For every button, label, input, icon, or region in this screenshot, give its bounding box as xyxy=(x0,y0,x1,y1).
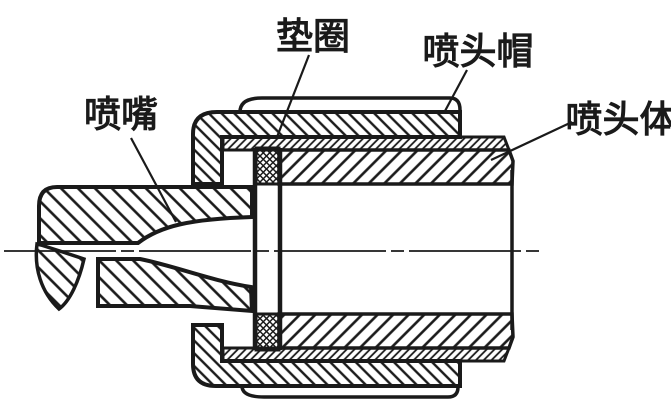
label-nozzle: 喷嘴 xyxy=(84,94,158,136)
cap-outer-edge-bottom xyxy=(240,385,460,399)
cap-leader-line xyxy=(444,69,468,112)
body-leader-line xyxy=(490,121,573,161)
nozzle-section-upper xyxy=(37,185,254,245)
gasket-leader-line xyxy=(275,54,311,138)
label-body: 喷头体 xyxy=(566,99,671,141)
gasket-section-lower xyxy=(254,312,281,352)
gasket-section-upper xyxy=(254,146,281,186)
label-cap: 喷头帽 xyxy=(423,31,534,73)
label-gasket: 垫圈 xyxy=(276,16,350,58)
nozzle-leader-line xyxy=(130,137,177,223)
cap-outer-edge-top xyxy=(238,96,462,113)
body-wall-bottom xyxy=(277,312,515,350)
body-wall-top xyxy=(277,148,515,186)
nozzle-section-lower xyxy=(96,257,255,314)
nozzle-tip-beak xyxy=(34,241,87,312)
